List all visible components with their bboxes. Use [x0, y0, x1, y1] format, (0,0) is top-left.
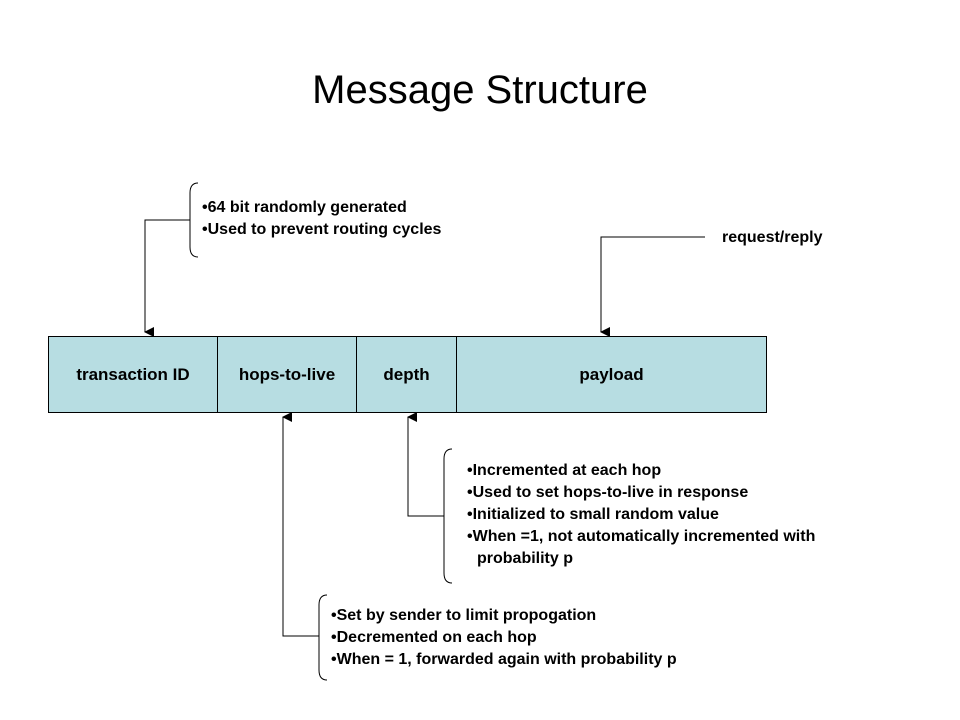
note-item: Set by sender to limit propogation — [331, 605, 677, 627]
payload-note: request/reply — [722, 229, 823, 246]
field-hops-to-live: hops-to-live — [238, 364, 336, 384]
hops-to-live-arrow — [282, 412, 319, 637]
note-item: Incremented at each hop — [467, 460, 815, 482]
depth-brace — [443, 448, 453, 584]
hops-to-live-brace — [318, 594, 328, 681]
note-item: Used to set hops-to-live in response — [467, 482, 815, 504]
field-payload: payload — [579, 364, 644, 384]
transaction-id-brace — [189, 182, 199, 258]
note-item: When = 1, forwarded again with probabili… — [331, 649, 677, 671]
payload-arrow — [600, 236, 705, 337]
field-divider — [356, 337, 357, 412]
transaction-id-notes: 64 bit randomly generated Used to preven… — [202, 197, 442, 241]
note-item: Decremented on each hop — [331, 627, 677, 649]
note-item: Used to prevent routing cycles — [202, 219, 442, 241]
field-divider — [217, 337, 218, 412]
slide-title: Message Structure — [312, 68, 648, 112]
hops-to-live-notes: Set by sender to limit propogation Decre… — [331, 605, 677, 671]
field-divider — [456, 337, 457, 412]
note-item-continuation: probability p — [477, 550, 573, 567]
note-item: When =1, not automatically incremented w… — [467, 526, 816, 548]
note-item: 64 bit randomly generated — [202, 197, 441, 219]
field-transaction-id: transaction ID — [76, 364, 190, 384]
depth-arrow — [407, 412, 444, 517]
field-depth: depth — [383, 364, 430, 384]
depth-notes: Incremented at each hop Used to set hops… — [467, 460, 816, 570]
note-item: Initialized to small random value — [467, 504, 815, 526]
message-structure-box: transaction ID hops-to-live depth payloa… — [48, 336, 767, 413]
transaction-id-arrow — [144, 219, 190, 337]
